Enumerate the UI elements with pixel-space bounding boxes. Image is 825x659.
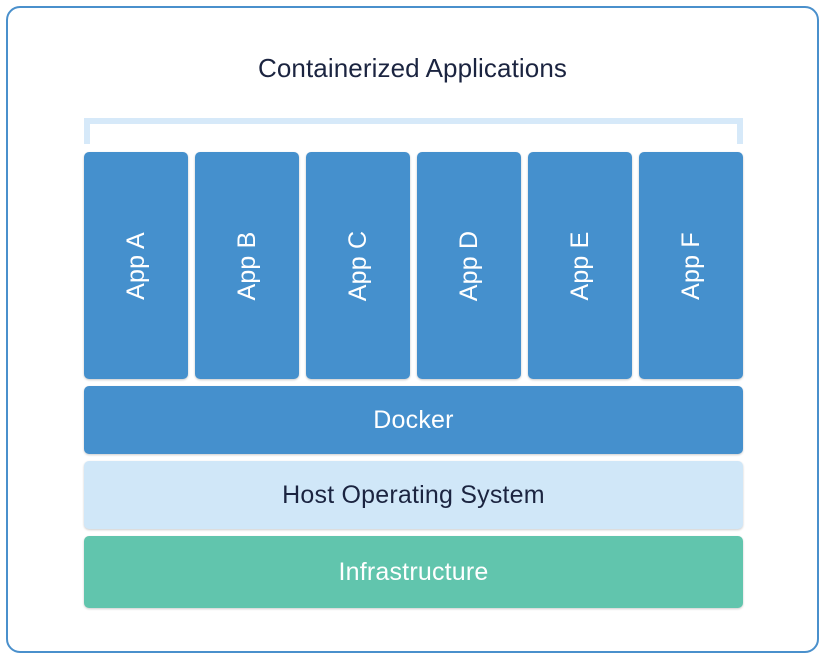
layer-docker[interactable]: Docker	[84, 386, 743, 454]
app-container-label: App B	[233, 230, 261, 301]
layer-label: Docker	[373, 406, 454, 434]
app-container-e[interactable]: App E	[528, 152, 632, 379]
app-container-b[interactable]: App B	[195, 152, 299, 379]
page-title: Containerized Applications	[257, 53, 567, 83]
app-container-label: App C	[344, 230, 372, 301]
app-container-label: App E	[566, 230, 594, 301]
application-containers-row: App A App B App C App D App E App F	[84, 152, 743, 379]
app-container-c[interactable]: App C	[306, 152, 410, 379]
layer-label: Infrastructure	[338, 558, 489, 586]
layer-infrastructure[interactable]: Infrastructure	[84, 536, 743, 608]
app-container-label: App A	[122, 231, 150, 300]
app-container-label: App D	[455, 230, 483, 301]
applications-grouping-bracket	[84, 118, 743, 144]
layer-host-operating-system[interactable]: Host Operating System	[84, 461, 743, 529]
app-container-a[interactable]: App A	[84, 152, 188, 379]
app-container-label: App F	[677, 231, 705, 300]
app-container-f[interactable]: App F	[639, 152, 743, 379]
layer-label: Host Operating System	[282, 481, 545, 509]
app-container-d[interactable]: App D	[417, 152, 521, 379]
container-stack: App A App B App C App D App E App F Dock…	[84, 152, 743, 608]
